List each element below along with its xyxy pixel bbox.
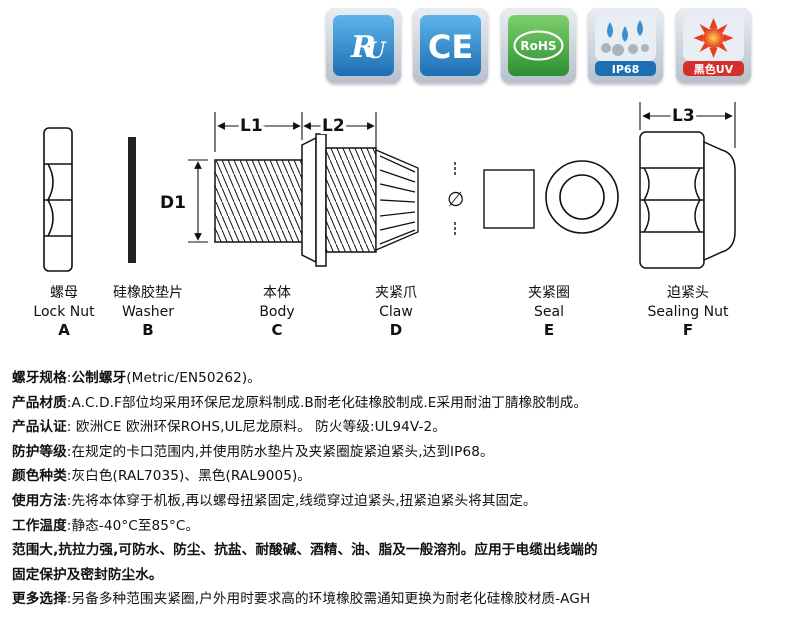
dimension-d1: D1 bbox=[160, 193, 186, 213]
ip68-badge: IP68 bbox=[588, 8, 663, 83]
ce-mark-icon: CE bbox=[413, 8, 488, 83]
spec-protection: 防护等级:在规定的卡口范围内,并使用防水垫片及夹紧圈旋紧迫紧头,达到IP68。 bbox=[12, 443, 494, 460]
spec-features-cont: 固定保护及密封防尘水。 bbox=[12, 566, 163, 583]
svg-text:黑色UV: 黑色UV bbox=[694, 62, 734, 76]
lock-nut-drawing bbox=[43, 127, 73, 272]
exploded-diagram: ∅ L1 L2 L3 D1 螺母 Lock Nut A bbox=[33, 102, 736, 339]
ce-badge: CE bbox=[413, 8, 488, 83]
part-b-cn: 硅橡胶垫片 bbox=[113, 284, 183, 301]
part-e-cn: 夹紧圈 bbox=[528, 285, 570, 301]
rohs-mark-icon: RoHS bbox=[501, 8, 576, 83]
spec-features: 范围大,抗拉力强,可防水、防尘、抗盐、耐酸碱、酒精、油、脂及一般溶剂。应用于电缆… bbox=[12, 542, 598, 559]
svg-text:RoHS: RoHS bbox=[520, 39, 556, 53]
spec-material: 产品材质:A.C.D.F部位均采用环保尼龙原料制成.B耐老化硅橡胶制成.E采用耐… bbox=[12, 394, 588, 411]
svg-text:R: R bbox=[350, 30, 376, 65]
uv-badge: 黑色UV bbox=[676, 8, 751, 83]
part-c-en: Body bbox=[259, 304, 294, 320]
part-e-en: Seal bbox=[534, 304, 564, 320]
dimension-lines bbox=[188, 102, 736, 243]
svg-text:CE: CE bbox=[428, 28, 473, 66]
diameter-symbol: ∅ bbox=[447, 187, 464, 211]
part-c-cn: 本体 bbox=[263, 285, 291, 301]
svg-text:U: U bbox=[366, 38, 387, 64]
ul-badge: R U bbox=[326, 8, 401, 83]
spec-thread: 螺牙规格:公制螺牙(Metric/EN50262)。 bbox=[12, 370, 261, 386]
part-b-en: Washer bbox=[122, 304, 174, 320]
part-a-en: Lock Nut bbox=[33, 304, 95, 320]
certification-badges: R U CE RoHS bbox=[326, 8, 756, 86]
part-f-letter: F bbox=[683, 321, 693, 339]
seal-ring-drawing bbox=[545, 160, 619, 234]
washer-drawing bbox=[128, 137, 136, 263]
dimension-l2: L2 bbox=[322, 116, 345, 136]
svg-text:IP68: IP68 bbox=[612, 63, 639, 76]
spec-more-options: 更多选择:另备多种范围夹紧圈,户外用时要求高的环境橡胶需通知更换为耐老化硅橡胶材… bbox=[12, 591, 591, 608]
seal-side-drawing bbox=[454, 162, 535, 235]
spec-usage: 使用方法:先将本体穿于机板,再以螺母扭紧固定,线缆穿过迫紧头,扭紧迫紧头将其固定… bbox=[12, 492, 537, 509]
part-a-cn: 螺母 bbox=[50, 285, 78, 301]
dimension-l3: L3 bbox=[672, 106, 695, 126]
rohs-badge: RoHS bbox=[501, 8, 576, 83]
part-b-letter: B bbox=[142, 321, 153, 339]
part-d-cn: 夹紧爪 bbox=[375, 285, 417, 301]
part-d-letter: D bbox=[390, 321, 402, 339]
part-f-en: Sealing Nut bbox=[648, 304, 729, 320]
part-a-letter: A bbox=[58, 321, 70, 339]
claw-drawing bbox=[375, 149, 419, 251]
spec-colors: 颜色种类:灰白色(RAL7035)、黑色(RAL9005)。 bbox=[12, 468, 312, 485]
part-e-letter: E bbox=[544, 321, 554, 339]
sun-icon: 黑色UV bbox=[676, 8, 751, 83]
water-drops-icon: IP68 bbox=[588, 8, 663, 83]
spec-certification: 产品认证: 欧洲CE 欧洲环保ROHS,UL尼龙原料。 防火等级:UL94V-2… bbox=[12, 419, 446, 436]
part-f-cn: 迫紧头 bbox=[667, 285, 709, 301]
sealing-nut-drawing bbox=[639, 131, 736, 269]
part-d-en: Claw bbox=[379, 304, 413, 320]
ul-mark-icon: R U bbox=[326, 8, 401, 83]
body-drawing bbox=[214, 133, 377, 267]
spec-temperature: 工作温度:静态-40°C至85°C。 bbox=[12, 517, 200, 534]
dimension-l1: L1 bbox=[240, 116, 263, 136]
part-c-letter: C bbox=[271, 321, 282, 339]
spec-list: 螺牙规格:公制螺牙(Metric/EN50262)。 产品材质:A.C.D.F部… bbox=[12, 366, 784, 612]
